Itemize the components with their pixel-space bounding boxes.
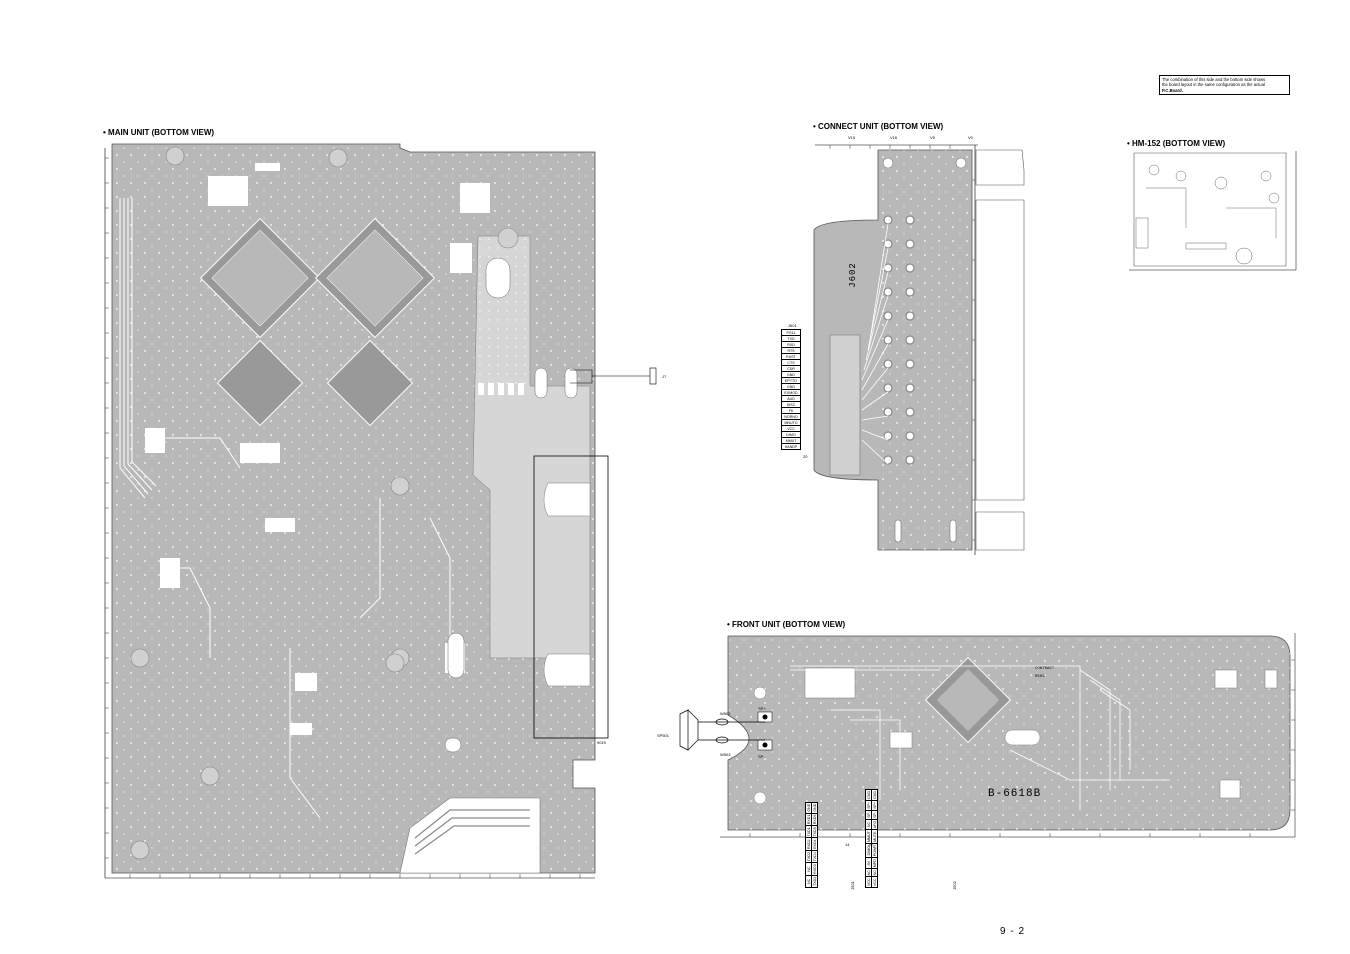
j502-bot-7: SP- [871,810,878,820]
page-number: 9 - 2 [1000,926,1026,937]
main-unit-title: • MAIN UNIT (BOTTOM VIEW) [103,128,215,137]
j502-bot-9: GND [871,789,878,801]
main-jack-label: J7 [662,374,667,379]
front-table-left-end: 14 [845,842,850,847]
front-board-id: B-6618B [988,788,1042,800]
note-line-3: P.C.Board. [1162,87,1183,93]
j502-bot-6: AFO [871,819,878,830]
pin-20: HANDP [781,443,801,450]
j501-bot-2: RXD3 [811,862,818,876]
connect-top-label-3: V5 [930,135,935,140]
hm152-board [1129,151,1297,271]
main-unit-board [104,143,657,879]
j502-bot-3: MPD [871,857,878,869]
connect-unit-title: • CONNECT UNIT (BOTTOM VIEW) [813,122,944,131]
front-table-left: NC NC TXD2 RXD2 TXD1 RXD1 GND TXD3 RXD3 … [805,802,855,888]
connect-pin-table: PG11 TXD RXD RTS RUST CTS CDR GND EPTTO … [781,329,801,450]
layout-note: The combination of this side and the bot… [1159,75,1290,96]
front-table-right-label: J502 [951,881,957,890]
j501-bot-1: TXD3 [811,875,818,888]
connect-top-label-1: V15 [848,135,856,140]
connect-table-title: J601 [788,323,797,328]
j501-bot-7: GND [811,802,818,814]
front-table-left-label: J501 [849,881,855,890]
j502-bot-1: VCC [871,876,878,888]
j501-bot-3: TXD4 [811,850,818,863]
j501-bot-5: TXD5 [811,825,818,838]
front-unit-board [679,633,1296,838]
j502-bot-2: NC [871,868,878,877]
connect-connector-label: J602 [847,262,858,288]
note-line-2: the board layout in the same configurati… [1162,82,1265,88]
j501-bot-4: RXD4 [811,837,818,851]
front-table-right-end: 20 [868,842,873,847]
front-table-right: VCC NC 8V DIMO MMUT NC SP- SP+ GND VCC N… [865,789,955,888]
connect-pin-end: 20 [803,454,808,459]
note-line-1: The combination of this side and the bot… [1162,77,1266,82]
main-part-label: 9019 [597,740,606,745]
connect-top-label-2: V16 [890,135,898,140]
front-speaker-label: SP501 [657,733,670,738]
front-r503-label: R503 [1035,675,1045,679]
front-sp-minus-label: SP- [758,754,765,759]
connect-unit-board [813,144,1025,555]
front-unit-title: • FRONT UNIT (BOTTOM VIEW) [727,620,846,629]
hm152-title: • HM-152 (BOTTOM VIEW) [1127,139,1226,148]
j502-bot-8: SP+ [871,800,878,811]
front-w502-label: W502 [720,711,731,716]
front-w503-label: W503 [720,752,731,757]
front-sp-plus-label: SP+ [758,706,766,711]
connect-top-label-4: V0 [968,135,973,140]
front-contrast-label: CONTRAST [1035,667,1055,671]
j501-bot-6: RXD5 [811,813,818,826]
